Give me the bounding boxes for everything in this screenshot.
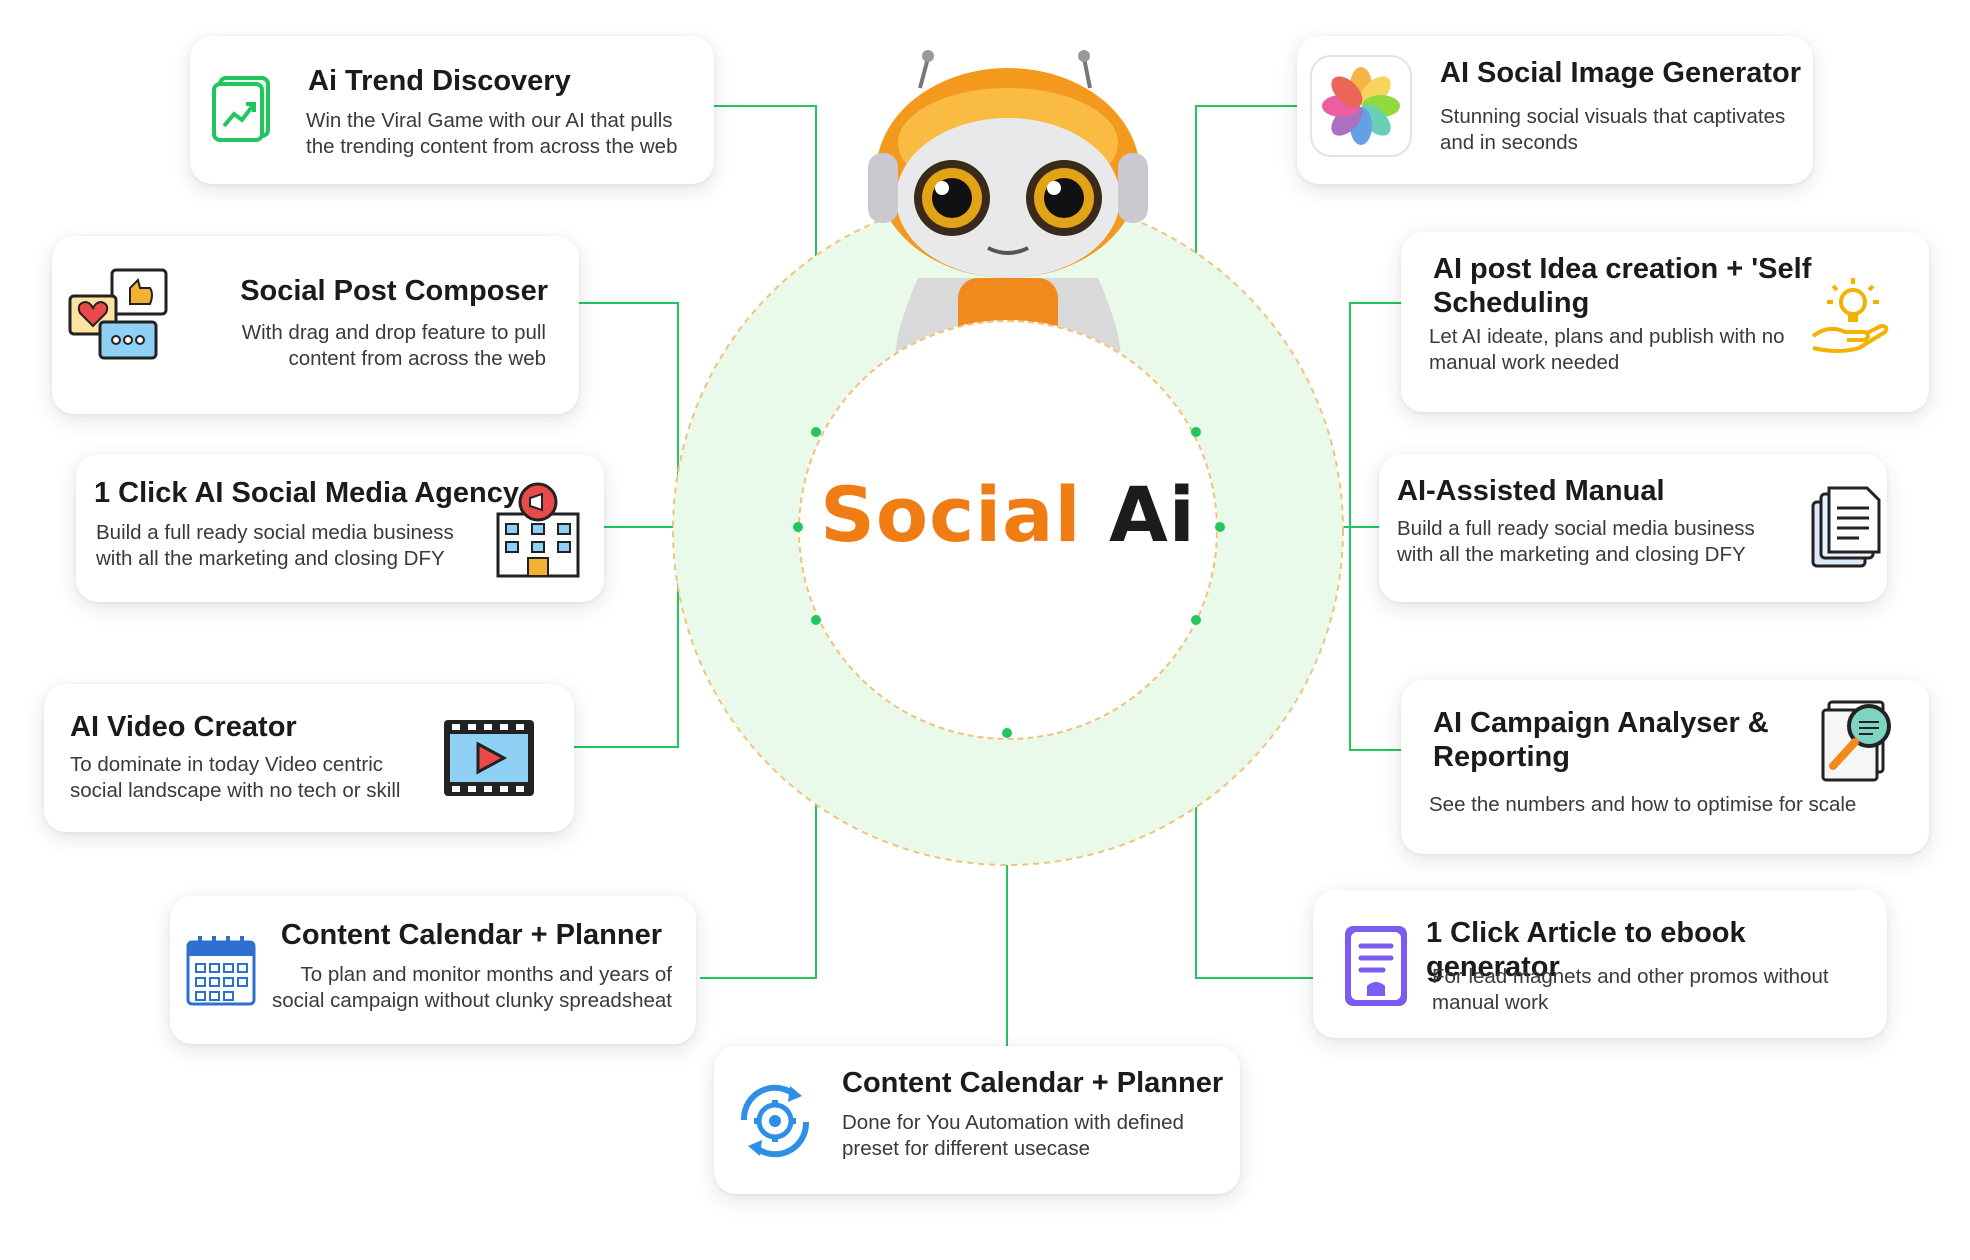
brand-title: Social Ai: [798, 470, 1218, 560]
card-desc-line1: Win the Viral Game with our AI that pull…: [306, 109, 673, 132]
chat-bubbles-icon: [68, 268, 168, 360]
card-desc-line2: social campaign without clunky spreadshe…: [272, 989, 672, 1012]
idea-bulb-hand-icon: [1811, 278, 1889, 353]
card-desc-line1: See the numbers and how to optimise for …: [1429, 793, 1857, 816]
brand-word-social: Social: [820, 470, 1082, 559]
card-title-line1: AI post Idea creation + 'Self: [1433, 253, 1812, 285]
card-desc-line1: To plan and monitor months and years of: [300, 963, 673, 986]
card-desc-line1: For lead magnets and other promos withou…: [1432, 965, 1829, 988]
card-desc-line2: manual work needed: [1429, 351, 1620, 374]
card-title: Content Calendar + Planner: [842, 1067, 1224, 1099]
card-title: Content Calendar + Planner: [280, 919, 662, 951]
robot-mascot-icon: [868, 50, 1148, 368]
card-desc-line1: Let AI ideate, plans and publish with no: [1429, 325, 1785, 348]
video-player-icon: [444, 720, 534, 796]
ebook-document-icon: [1345, 926, 1407, 1006]
card-campaign-analyser: AI Campaign Analyser & Reporting See the…: [1401, 680, 1929, 854]
documents-icon: [1811, 486, 1881, 568]
trend-chart-icon: [212, 76, 270, 142]
automation-gear-icon: [740, 1084, 810, 1158]
card-post-idea-creation: AI post Idea creation + 'Self Scheduling…: [1401, 232, 1929, 412]
card-desc-line2: preset for different usecase: [842, 1137, 1091, 1160]
card-title: Ai Trend Discovery: [308, 65, 571, 97]
card-trend-discovery: Ai Trend Discovery Win the Viral Game wi…: [190, 36, 714, 184]
calendar-icon: [186, 936, 256, 1006]
card-social-image-generator: AI Social Image Generator Stunning socia…: [1297, 36, 1813, 184]
card-desc-line1: With drag and drop feature to pull: [241, 321, 546, 344]
card-title-line2: Reporting: [1433, 741, 1570, 773]
card-desc-line2: content from across the web: [288, 347, 546, 370]
card-desc-line2: and in seconds: [1440, 131, 1578, 154]
card-desc-line1: Build a full ready social media business: [96, 521, 454, 544]
card-title: AI Video Creator: [70, 711, 297, 743]
card-desc-line2: manual work: [1432, 991, 1549, 1014]
card-desc-line2: with all the marketing and closing DFY: [1397, 543, 1746, 566]
card-title: Social Post Composer: [240, 275, 548, 307]
card-desc-line1: Done for You Automation with defined: [842, 1111, 1184, 1134]
card-article-ebook-generator: 1 Click Article to ebook generator For l…: [1313, 890, 1887, 1038]
card-title: AI-Assisted Manual: [1397, 475, 1665, 507]
card-content-calendar: Content Calendar + Planner To plan and m…: [170, 896, 696, 1044]
card-title: AI Social Image Generator: [1440, 57, 1802, 89]
photos-flower-icon: [1310, 55, 1412, 157]
card-title-line2: Scheduling: [1433, 287, 1590, 319]
card-video-creator: AI Video Creator To dominate in today Vi…: [44, 684, 574, 832]
card-title-line1: AI Campaign Analyser &: [1433, 707, 1769, 739]
agency-building-icon: [496, 482, 580, 578]
card-desc-line2: the trending content from across the web: [306, 135, 678, 158]
card-desc-line1: Build a full ready social media business: [1397, 517, 1755, 540]
card-social-media-agency: 1 Click AI Social Media Agency Build a f…: [76, 454, 604, 602]
card-desc-line2: social landscape with no tech or skill: [70, 779, 401, 802]
brand-word-ai: Ai: [1108, 470, 1196, 559]
card-title: 1 Click AI Social Media Agency: [94, 477, 519, 509]
card-social-post-composer: Social Post Composer With drag and drop …: [52, 236, 579, 414]
card-desc-line1: Stunning social visuals that captivates: [1440, 105, 1786, 128]
card-automation: Content Calendar + Planner Done for You …: [714, 1046, 1240, 1194]
card-desc-line1: To dominate in today Video centric: [70, 753, 384, 776]
card-assisted-manual: AI-Assisted Manual Build a full ready so…: [1379, 454, 1887, 602]
card-title: 1 Click Article to ebook generator: [1426, 917, 1746, 983]
card-desc-line2: with all the marketing and closing DFY: [96, 547, 445, 570]
report-magnifier-icon: [1821, 700, 1891, 782]
